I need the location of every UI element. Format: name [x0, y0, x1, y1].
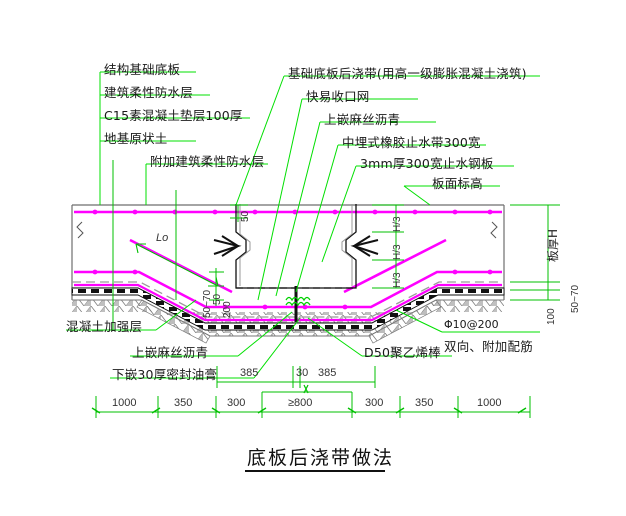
dim-300-left: 300 [227, 397, 246, 409]
label-additional-waterproof-layer: 附加建筑柔性防水层 [150, 154, 265, 169]
label-upper-hemp-asphalt-2: 上嵌麻丝沥青 [132, 345, 209, 360]
label-rubber-waterstop: 中埋式橡胶止水带300宽 [342, 135, 481, 150]
label-undisturbed-soil: 地基原状土 [104, 131, 168, 146]
dim-50-70-right: 50~70 [570, 284, 581, 313]
leader-lines [66, 71, 540, 379]
label-c15-concrete-cushion: C15素混凝土垫层100厚 [104, 108, 243, 123]
dim-lap-length-lo: Lo [156, 232, 169, 244]
rebar-dots [92, 209, 493, 310]
dim-385-right: 385 [318, 367, 337, 379]
dim-h-third-3: H/3 [392, 272, 403, 288]
label-post-pour-strip: 基础底板后浇带(用高一级膨胀混凝土浇筑) [288, 66, 527, 81]
dim-50-detail-top: 50 [240, 210, 251, 222]
dim-h-third-2: H/3 [392, 244, 403, 260]
break-symbol [76, 221, 498, 239]
label-bidirectional-additional-rebar: 双向、附加配筋 [444, 339, 533, 354]
drawing-title: 底板后浇带做法 [247, 447, 395, 469]
dim-300-right: 300 [365, 397, 384, 409]
dim-385-left: 385 [240, 367, 259, 379]
waterproof-layers [71, 281, 505, 331]
dim-350-right: 350 [415, 397, 434, 409]
dim-1000-left: 1000 [112, 397, 137, 409]
label-polyethylene-rod: D50聚乙烯棒 [364, 345, 441, 360]
label-upper-hemp-asphalt: 上嵌麻丝沥青 [324, 112, 401, 127]
dim-30: 30 [296, 367, 309, 379]
dim-200-left: 200 [222, 301, 233, 318]
label-flexible-waterproof-layer: 建筑柔性防水层 [104, 85, 193, 100]
title-underline [245, 470, 385, 472]
dim-slab-thickness: 板厚H [546, 228, 560, 262]
diagonal-rebar [129, 238, 447, 294]
rebar-magenta [74, 210, 502, 322]
dim-min-800: ≥800 [288, 397, 313, 409]
dim-h-third-1: H/3 [392, 216, 403, 232]
label-lower-sealant-30: 下嵌30厚密封油膏 [112, 367, 218, 382]
label-quick-closing-mesh: 快易收口网 [306, 89, 370, 104]
dim-1000-right: 1000 [477, 397, 502, 409]
label-structural-foundation-slab: 结构基础底板 [104, 62, 181, 77]
label-concrete-strengthening-layer: 混凝土加强层 [66, 319, 143, 334]
subgrade-hatch [72, 299, 504, 344]
dimension-arrows [91, 407, 527, 414]
label-steel-waterstop-plate: 3mm厚300宽止水钢板 [360, 156, 494, 171]
label-slab-surface-elevation: 板面标高 [432, 176, 483, 191]
dim-100-right: 100 [546, 308, 557, 325]
pour-strip-detail [213, 204, 379, 322]
dimension-lines [95, 160, 560, 418]
dim-350-left: 350 [174, 397, 193, 409]
label-rebar-spec: Φ10@200 [444, 318, 499, 331]
